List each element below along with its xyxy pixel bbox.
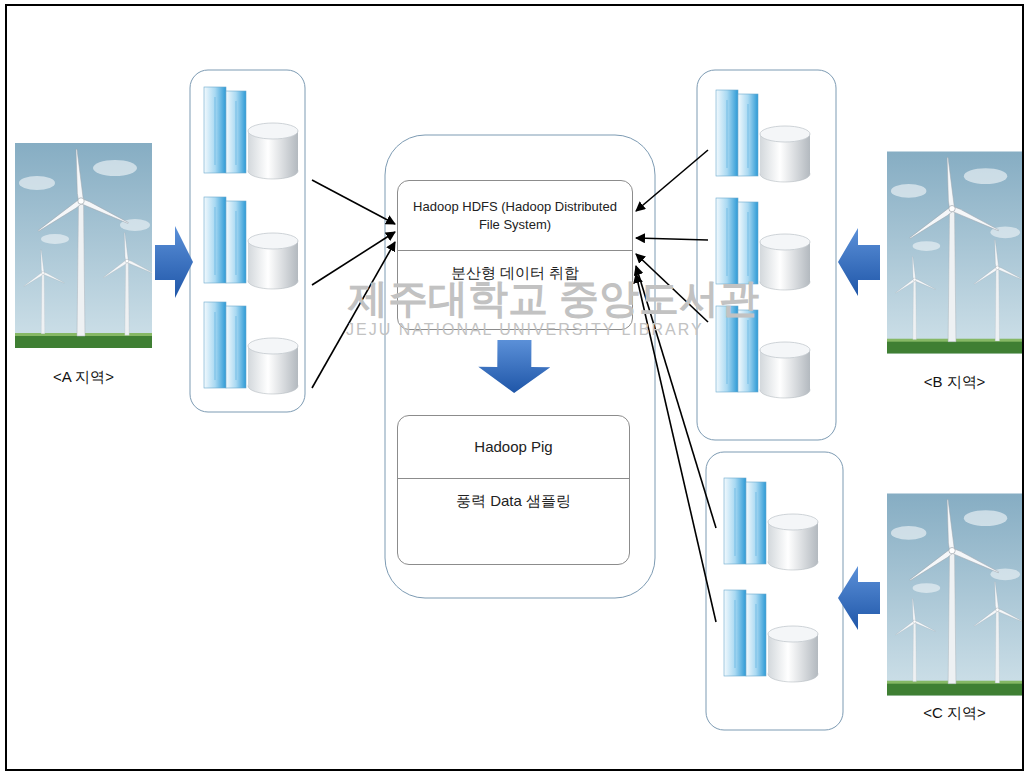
server-icon — [724, 590, 818, 682]
block-arrow — [838, 566, 880, 630]
server-panel — [190, 70, 305, 412]
server-panel — [697, 70, 836, 440]
block-arrow — [155, 226, 193, 298]
data-line — [312, 180, 395, 224]
watermark-text: 제주대학교 중앙도서관 — [348, 278, 759, 318]
data-lines — [312, 150, 716, 622]
region-label: <C 지역> — [923, 704, 986, 723]
site-picture: <A 지역> — [15, 143, 152, 348]
box-heading: Hadoop HDFS (Hadoop Distributed File Sys… — [406, 198, 624, 233]
server-icon — [204, 87, 298, 179]
data-line — [636, 238, 708, 240]
server-icon — [716, 198, 810, 290]
box-heading: Hadoop Pig — [474, 437, 552, 457]
server-panel — [706, 452, 843, 730]
box-body: 풍력 Data 샘플링 — [406, 491, 621, 511]
site-picture: <C 지역> — [887, 492, 1022, 697]
server-icon — [204, 302, 298, 394]
server-icon — [716, 90, 810, 182]
process-box: Hadoop Pig 풍력 Data 샘플링 — [397, 415, 630, 565]
site-picture: <B 지역> — [887, 150, 1022, 355]
hadoop-panel — [385, 135, 655, 598]
data-line — [636, 150, 708, 211]
wind-farm-picture — [887, 151, 1024, 353]
region-label: <B 지역> — [924, 373, 986, 392]
block-arrow — [838, 228, 880, 296]
watermark-text: JEJU NATIONAL UNIVERSITY LIBRARY — [346, 322, 704, 338]
server-icon — [724, 478, 818, 570]
block-arrow — [478, 340, 550, 393]
wind-farm-picture — [15, 143, 154, 348]
outer-frame — [6, 5, 1023, 770]
server-icon — [204, 197, 298, 289]
wind-farm-picture — [887, 493, 1024, 695]
region-label: <A 지역> — [53, 368, 114, 387]
server-icon — [716, 306, 810, 398]
